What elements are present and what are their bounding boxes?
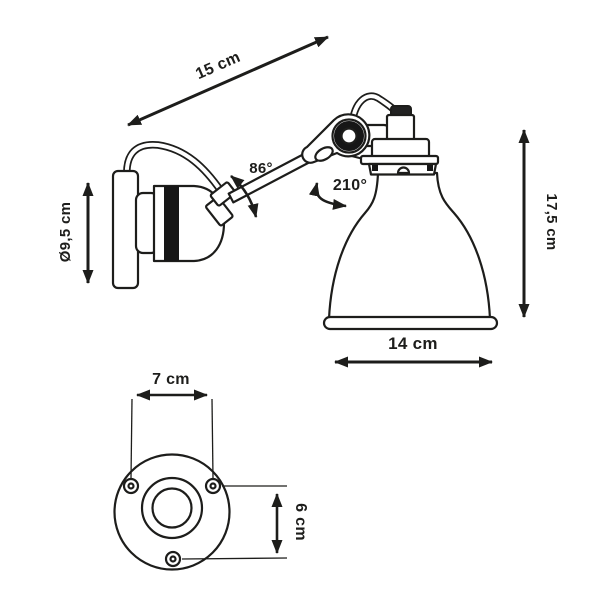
cable-wall-to-elbow-inner: [124, 142, 223, 193]
cap-upper-box: [385, 113, 416, 143]
ext-line-7cm-right: [211, 398, 214, 479]
plate-center-hole: [151, 487, 193, 529]
dim-label-6cm: 6 cm: [292, 503, 309, 541]
band-screw-left: [372, 165, 378, 171]
elbow-collar: [205, 196, 234, 227]
screw-hole-bottom: [164, 550, 182, 568]
dim-label-14cm: 14 cm: [388, 334, 438, 353]
ext-line-7cm-left: [130, 398, 133, 479]
thumbscrew-hole: [314, 146, 334, 162]
wall-plate-side: [111, 169, 140, 290]
angle-arrow-210: [308, 182, 347, 210]
band-screw-right: [427, 165, 433, 171]
socket-black-band: [164, 186, 179, 261]
dim-label-9-5cm: Ø9,5 cm: [57, 202, 74, 262]
dim-line-15cm: [127, 35, 329, 127]
dim-label-7cm: 7 cm: [152, 371, 190, 388]
shade-bell: [327, 171, 492, 321]
joint-and-shade: [301, 92, 499, 331]
cap-collar-plate: [359, 154, 440, 166]
wall-plate-front-view: [113, 453, 231, 571]
angle-label-86: 86°: [249, 160, 273, 177]
angle-arrow-86: [230, 175, 259, 218]
joint-knob-center: [340, 127, 358, 145]
cable-wall-to-elbow: [123, 141, 225, 194]
band-center-bump: [396, 166, 411, 175]
shade-rim: [322, 315, 499, 331]
screw-hole-top-right: [204, 477, 222, 495]
angle-label-210: 210°: [333, 177, 367, 194]
dim-label-17-5cm: 17,5 cm: [543, 193, 560, 250]
joint-knob-ring: [334, 121, 364, 151]
screw-hole-top-left: [122, 477, 140, 495]
ext-line-6cm-bottom: [181, 557, 288, 560]
